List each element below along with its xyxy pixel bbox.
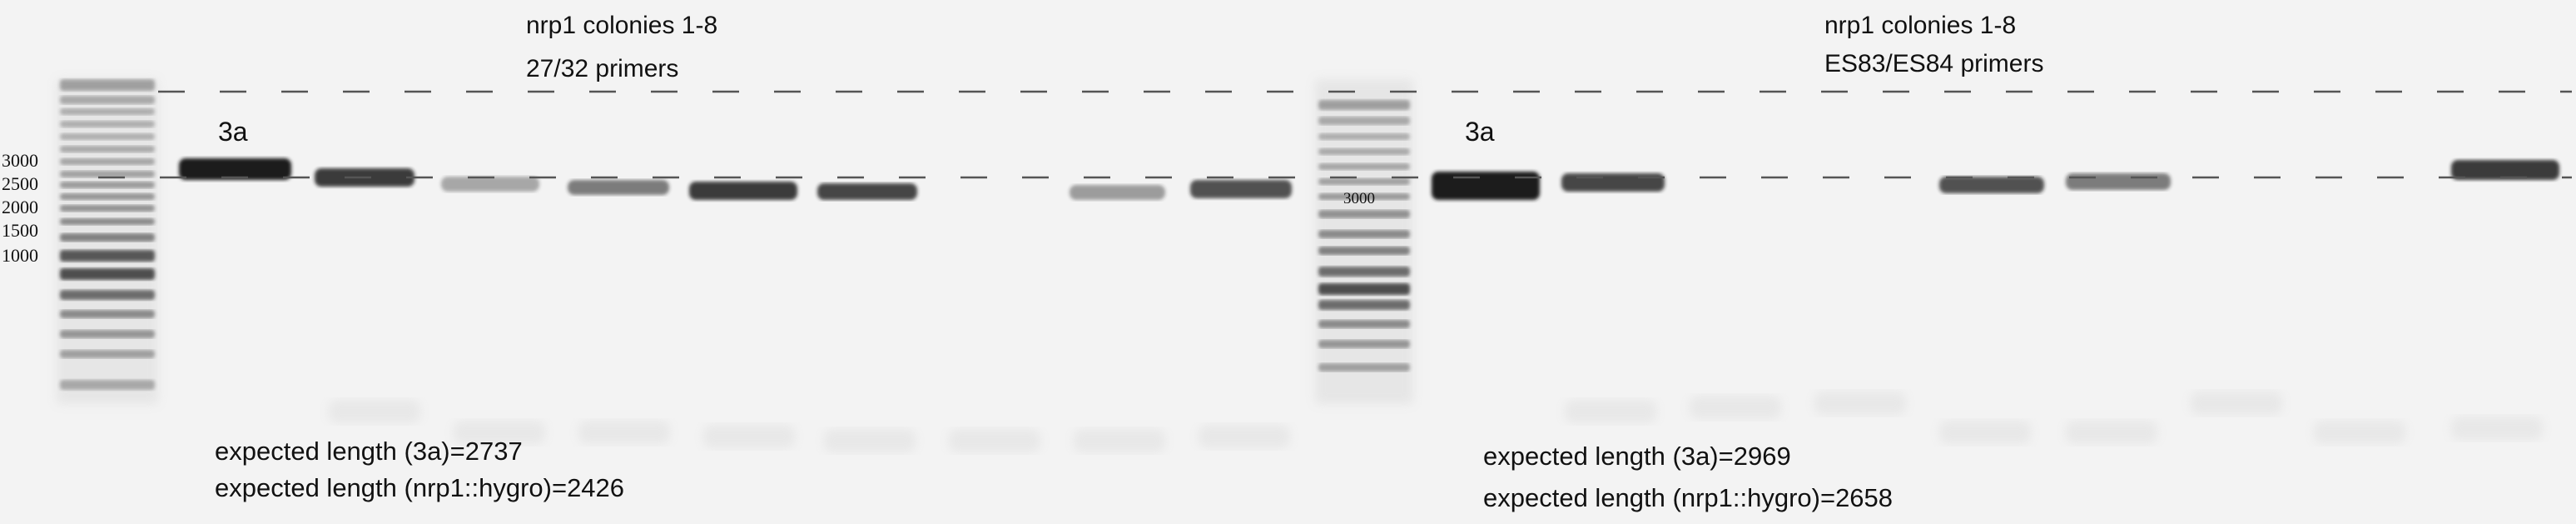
gel-band — [1070, 185, 1165, 200]
gel-smudge — [2191, 392, 2282, 415]
gel-smudge — [578, 421, 670, 444]
ladder-band — [60, 218, 155, 225]
left-expected-line1: expected length (3a)=2737 — [215, 437, 523, 466]
gel-smudge — [949, 429, 1040, 452]
ladder-band — [1318, 320, 1410, 328]
middle-ladder-label: 3000 — [1343, 190, 1375, 207]
gel-smudge — [2066, 421, 2157, 444]
ladder-band — [60, 290, 155, 300]
right-title-line1: nrp1 colonies 1-8 — [1824, 12, 2017, 39]
gel-smudge — [1074, 429, 1165, 452]
ladder-band — [60, 233, 155, 242]
gel-band — [568, 180, 669, 195]
gel-band — [1561, 173, 1665, 192]
ladder-label-2000: 2000 — [2, 197, 38, 217]
ladder-band — [60, 310, 155, 318]
gel-smudge — [2314, 421, 2405, 444]
ladder-band — [60, 250, 155, 262]
gel-smudge — [703, 425, 795, 448]
gel-smudge — [1814, 392, 1906, 415]
ladder-band — [1318, 283, 1410, 295]
ladder-band — [60, 205, 155, 212]
gel-band — [817, 183, 917, 200]
ladder-band — [1318, 340, 1410, 348]
ladder-band — [1318, 210, 1410, 218]
ladder-band — [1318, 133, 1410, 140]
right-lane-marker: 3a — [1465, 117, 1495, 147]
ladder-band — [1318, 100, 1410, 110]
ladder-band — [60, 121, 155, 127]
ladder-band — [1318, 363, 1410, 372]
gel-smudge — [329, 400, 420, 423]
left-title-line2: 27/32 primers — [526, 55, 679, 82]
gel-smudge — [2451, 417, 2543, 440]
right-expected-line1: expected length (3a)=2969 — [1483, 442, 1791, 471]
gel-band — [1190, 180, 1292, 198]
ladder-label-1500: 1500 — [2, 220, 38, 241]
left-lane-marker: 3a — [218, 117, 248, 147]
ladder-label-1000: 1000 — [2, 245, 38, 266]
reference-dashed-lines — [98, 90, 2572, 179]
ladder-band — [1318, 178, 1410, 185]
gel-band — [1432, 172, 1540, 200]
ladder-band — [60, 146, 155, 152]
ladder-band — [60, 158, 155, 165]
ladder-band — [1318, 148, 1410, 155]
ladder-band — [60, 330, 155, 338]
gel-bands — [179, 158, 2559, 452]
ladder-band — [60, 380, 155, 390]
ladder-band — [60, 133, 155, 140]
left-title-line1: nrp1 colonies 1-8 — [526, 12, 718, 39]
ladder-band — [60, 171, 155, 177]
gel-band — [1939, 177, 2044, 193]
ladder-band — [1318, 230, 1410, 238]
gel-band — [179, 158, 291, 180]
ladder-smear — [1315, 79, 1413, 404]
ladder-band — [60, 96, 155, 104]
ladder-band — [60, 108, 155, 115]
ladder-band — [60, 182, 155, 188]
right-expected-line2: expected length (nrp1::hygro)=2658 — [1483, 483, 1894, 512]
gel-band — [2066, 173, 2171, 190]
left-expected-line2: expected length (nrp1::hygro)=2426 — [215, 473, 625, 502]
ladder-band — [1318, 193, 1410, 200]
right-title-line2: ES83/ES84 primers — [1824, 50, 2044, 77]
ladder-lanes — [57, 79, 1413, 404]
gel-band — [2451, 160, 2559, 180]
gel-band — [689, 182, 797, 200]
gel-smudge — [824, 429, 916, 452]
gel-smudge — [1939, 421, 2031, 444]
ladder-band — [60, 350, 155, 358]
ladder-label-3000: 3000 — [2, 150, 38, 171]
gel-band — [441, 177, 539, 192]
ladder-label-2500: 2500 — [2, 173, 38, 194]
ladder-band — [60, 79, 155, 91]
gel-smudge — [1565, 400, 1656, 423]
ladder-band — [1318, 117, 1410, 125]
ladder-band — [60, 193, 155, 200]
ladder-band — [60, 268, 155, 280]
ladder-band — [1318, 300, 1410, 310]
gel-smudge — [454, 421, 545, 444]
ladder-band — [1318, 247, 1410, 255]
gel-smudge — [1690, 396, 1781, 419]
ladder-band — [1318, 267, 1410, 277]
gel-smudge — [1199, 425, 1290, 448]
ladder-band — [1318, 163, 1410, 170]
